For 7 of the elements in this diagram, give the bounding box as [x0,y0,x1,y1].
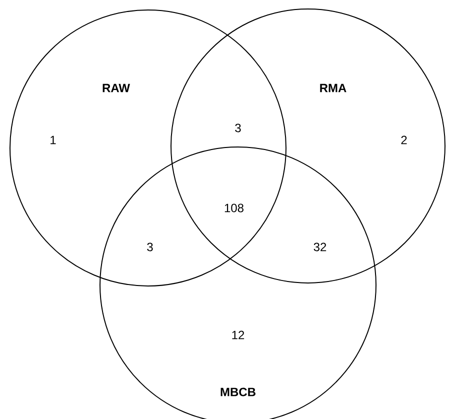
region-count: 32 [314,242,326,252]
region-count: 3 [147,242,153,252]
region-count: 108 [224,204,244,212]
region-count: 1 [50,136,56,144]
region-count: 12 [232,330,244,340]
region-count: 3 [235,124,241,132]
region-count: 2 [401,136,407,144]
